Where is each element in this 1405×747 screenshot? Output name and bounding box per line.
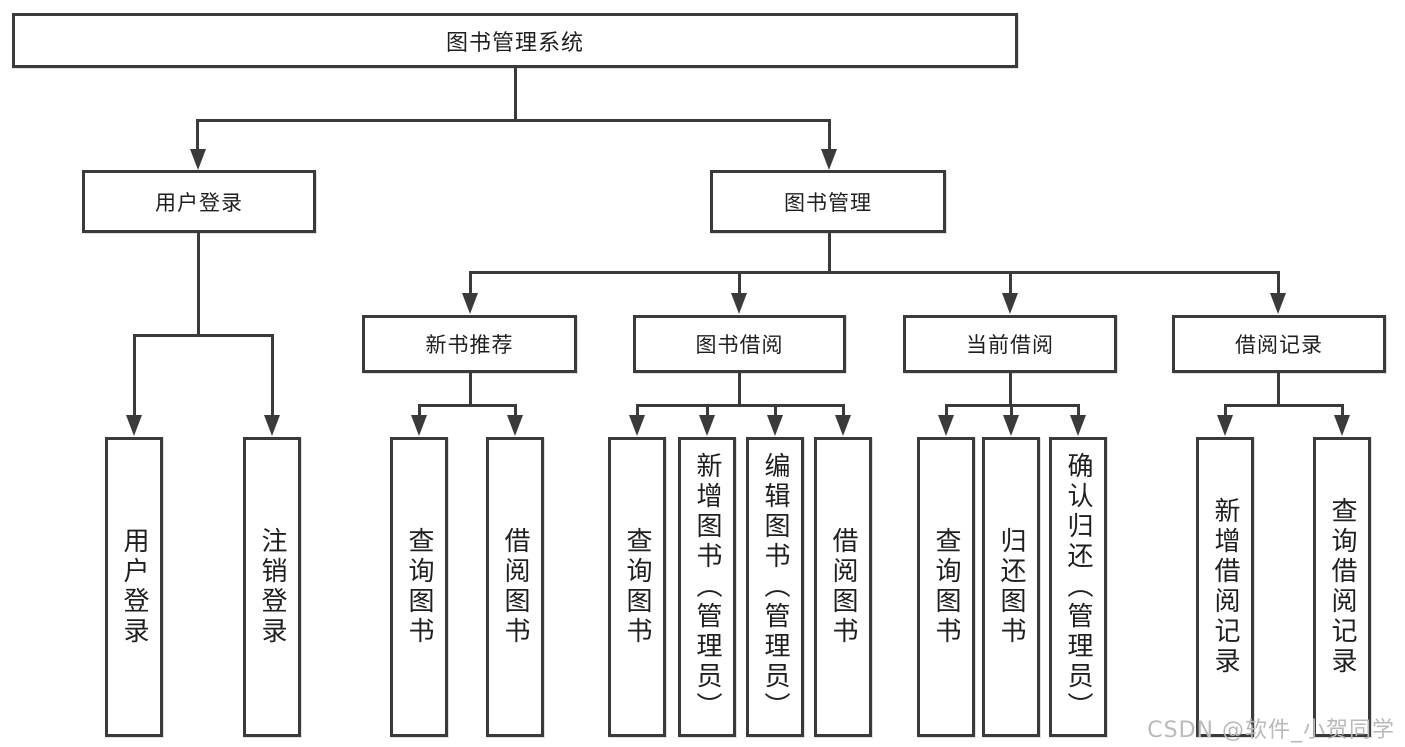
node-book-management: 图书管理 — [710, 170, 946, 233]
leaf-user-login: 用户登录 — [105, 437, 163, 737]
node-label: 新增图书（管理员） — [692, 452, 722, 722]
connector-line — [1277, 373, 1280, 407]
connector-line — [1010, 404, 1013, 418]
leaf-borrow-books: 借阅图书 — [814, 437, 872, 737]
leaf-return-books: 归还图书 — [982, 437, 1040, 737]
leaf-add-borrow-record: 新增借阅记录 — [1196, 437, 1254, 737]
arrow-down-icon — [1002, 293, 1018, 314]
connector-line — [1277, 271, 1280, 295]
arrow-down-icon — [190, 149, 206, 170]
connector-line — [1009, 271, 1012, 295]
arrow-down-icon — [835, 415, 851, 436]
leaf-borrow-books-recommend: 借阅图书 — [486, 437, 544, 737]
arrow-down-icon — [1334, 415, 1350, 436]
connector-line — [469, 373, 472, 407]
connector-line — [738, 373, 741, 407]
leaf-query-books-current: 查询图书 — [917, 437, 975, 737]
node-label: 新增借阅记录 — [1210, 497, 1240, 677]
arrow-down-icon — [699, 415, 715, 436]
arrow-down-icon — [1270, 293, 1286, 314]
connector-line — [469, 271, 1280, 274]
arrow-down-icon — [821, 149, 837, 170]
leaf-add-books-admin: 新增图书（管理员） — [678, 437, 736, 737]
connector-line — [469, 271, 472, 295]
arrow-down-icon — [938, 415, 954, 436]
connector-line — [774, 404, 777, 418]
arrow-down-icon — [507, 415, 523, 436]
arrow-down-icon — [731, 293, 747, 314]
csdn-watermark: CSDN @软件_小贺同学 — [1147, 718, 1395, 743]
connector-line — [418, 404, 421, 418]
connector-line — [1341, 404, 1344, 418]
connector-line — [1077, 404, 1080, 418]
node-label: 图书管理 — [784, 190, 872, 215]
connector-line — [1224, 404, 1343, 407]
node-label: 借阅记录 — [1235, 333, 1323, 357]
connector-line — [1009, 373, 1012, 407]
node-borrow-records: 借阅记录 — [1172, 315, 1386, 373]
node-label: 编辑图书（管理员） — [760, 452, 790, 722]
node-book-borrowing: 图书借阅 — [633, 315, 846, 373]
connector-line — [842, 404, 845, 418]
connector-line — [197, 233, 200, 336]
node-user-login: 用户登录 — [82, 170, 316, 233]
node-label: 归还图书 — [996, 527, 1026, 647]
node-label: 注销登录 — [257, 527, 287, 647]
connector-line — [271, 334, 274, 418]
arrow-down-icon — [411, 415, 427, 436]
leaf-logout: 注销登录 — [243, 437, 301, 737]
node-label: 借阅图书 — [500, 527, 530, 647]
node-library-management-system: 图书管理系统 — [12, 13, 1018, 68]
leaf-confirm-return-admin: 确认归还（管理员） — [1049, 437, 1107, 737]
connector-line — [828, 233, 831, 274]
connector-line — [514, 404, 517, 418]
connector-line — [1224, 404, 1227, 418]
arrow-down-icon — [629, 415, 645, 436]
node-label: 查询图书 — [622, 527, 652, 647]
connector-line — [133, 334, 136, 418]
node-label: 新书推荐 — [425, 333, 514, 357]
leaf-query-books-borrowing: 查询图书 — [608, 437, 666, 737]
leaf-edit-books-admin: 编辑图书（管理员） — [746, 437, 804, 737]
connector-line — [738, 271, 741, 295]
node-label: 借阅图书 — [828, 527, 858, 647]
connector-line — [418, 404, 517, 407]
node-label: 图书管理系统 — [445, 30, 584, 56]
arrow-down-icon — [126, 415, 142, 436]
leaf-query-books-recommend: 查询图书 — [390, 437, 448, 737]
arrow-down-icon — [767, 415, 783, 436]
node-label: 用户登录 — [119, 527, 149, 647]
node-label: 查询图书 — [404, 527, 434, 647]
arrow-down-icon — [1003, 415, 1019, 436]
node-label: 确认归还（管理员） — [1063, 452, 1093, 722]
node-label: 当前借阅 — [966, 333, 1054, 357]
leaf-query-borrow-record: 查询借阅记录 — [1313, 437, 1371, 737]
connector-line — [706, 404, 709, 418]
connector-line — [133, 334, 274, 337]
connector-line — [945, 404, 948, 418]
connector-line — [636, 404, 845, 407]
arrow-down-icon — [462, 293, 478, 314]
arrow-down-icon — [264, 415, 280, 436]
connector-line — [514, 67, 517, 121]
node-new-book-recommend: 新书推荐 — [362, 315, 577, 373]
connector-line — [636, 404, 639, 418]
node-label: 查询图书 — [931, 527, 961, 647]
connector-line — [196, 119, 199, 153]
node-label: 用户登录 — [155, 190, 243, 215]
arrow-down-icon — [1217, 415, 1233, 436]
node-label: 图书借阅 — [695, 333, 784, 357]
arrow-down-icon — [1070, 415, 1086, 436]
node-current-borrowing: 当前借阅 — [903, 315, 1117, 373]
connector-line — [197, 119, 831, 122]
connector-line — [828, 119, 831, 153]
node-label: 查询借阅记录 — [1327, 497, 1357, 677]
